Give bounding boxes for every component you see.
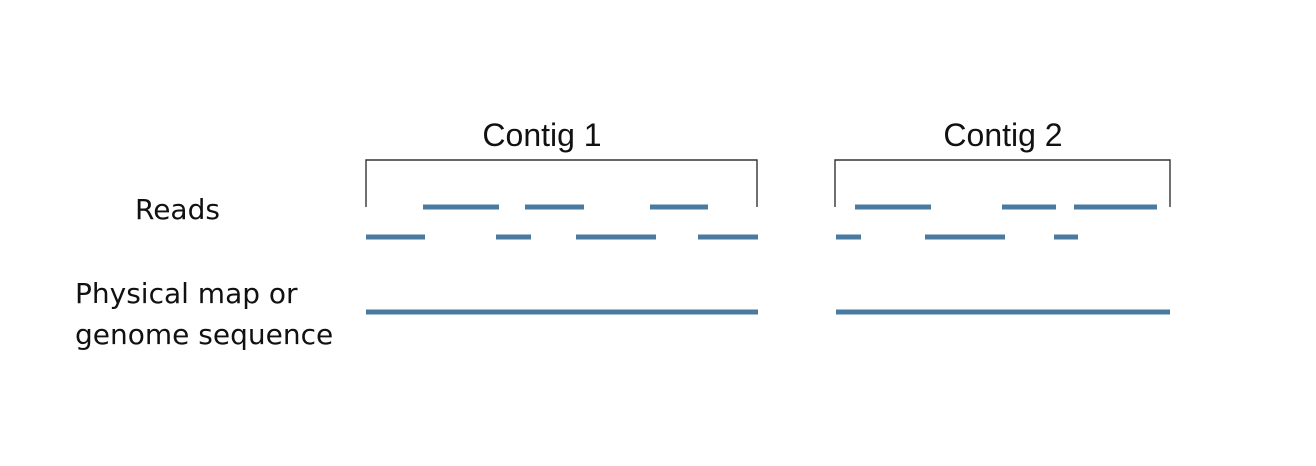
genome-sequence-label: genome sequence xyxy=(75,318,333,351)
contig-1-bracket xyxy=(365,159,758,207)
contig-1-title: Contig 1 xyxy=(482,117,601,153)
reads-label: Reads xyxy=(135,193,220,226)
contig-1-group: Contig 1 xyxy=(365,117,758,315)
contig-2-group: Contig 2 xyxy=(834,117,1171,315)
contig-2-bracket xyxy=(834,159,1171,207)
contig-2-title: Contig 2 xyxy=(943,117,1062,153)
physical-map-label: Physical map or xyxy=(75,277,298,310)
